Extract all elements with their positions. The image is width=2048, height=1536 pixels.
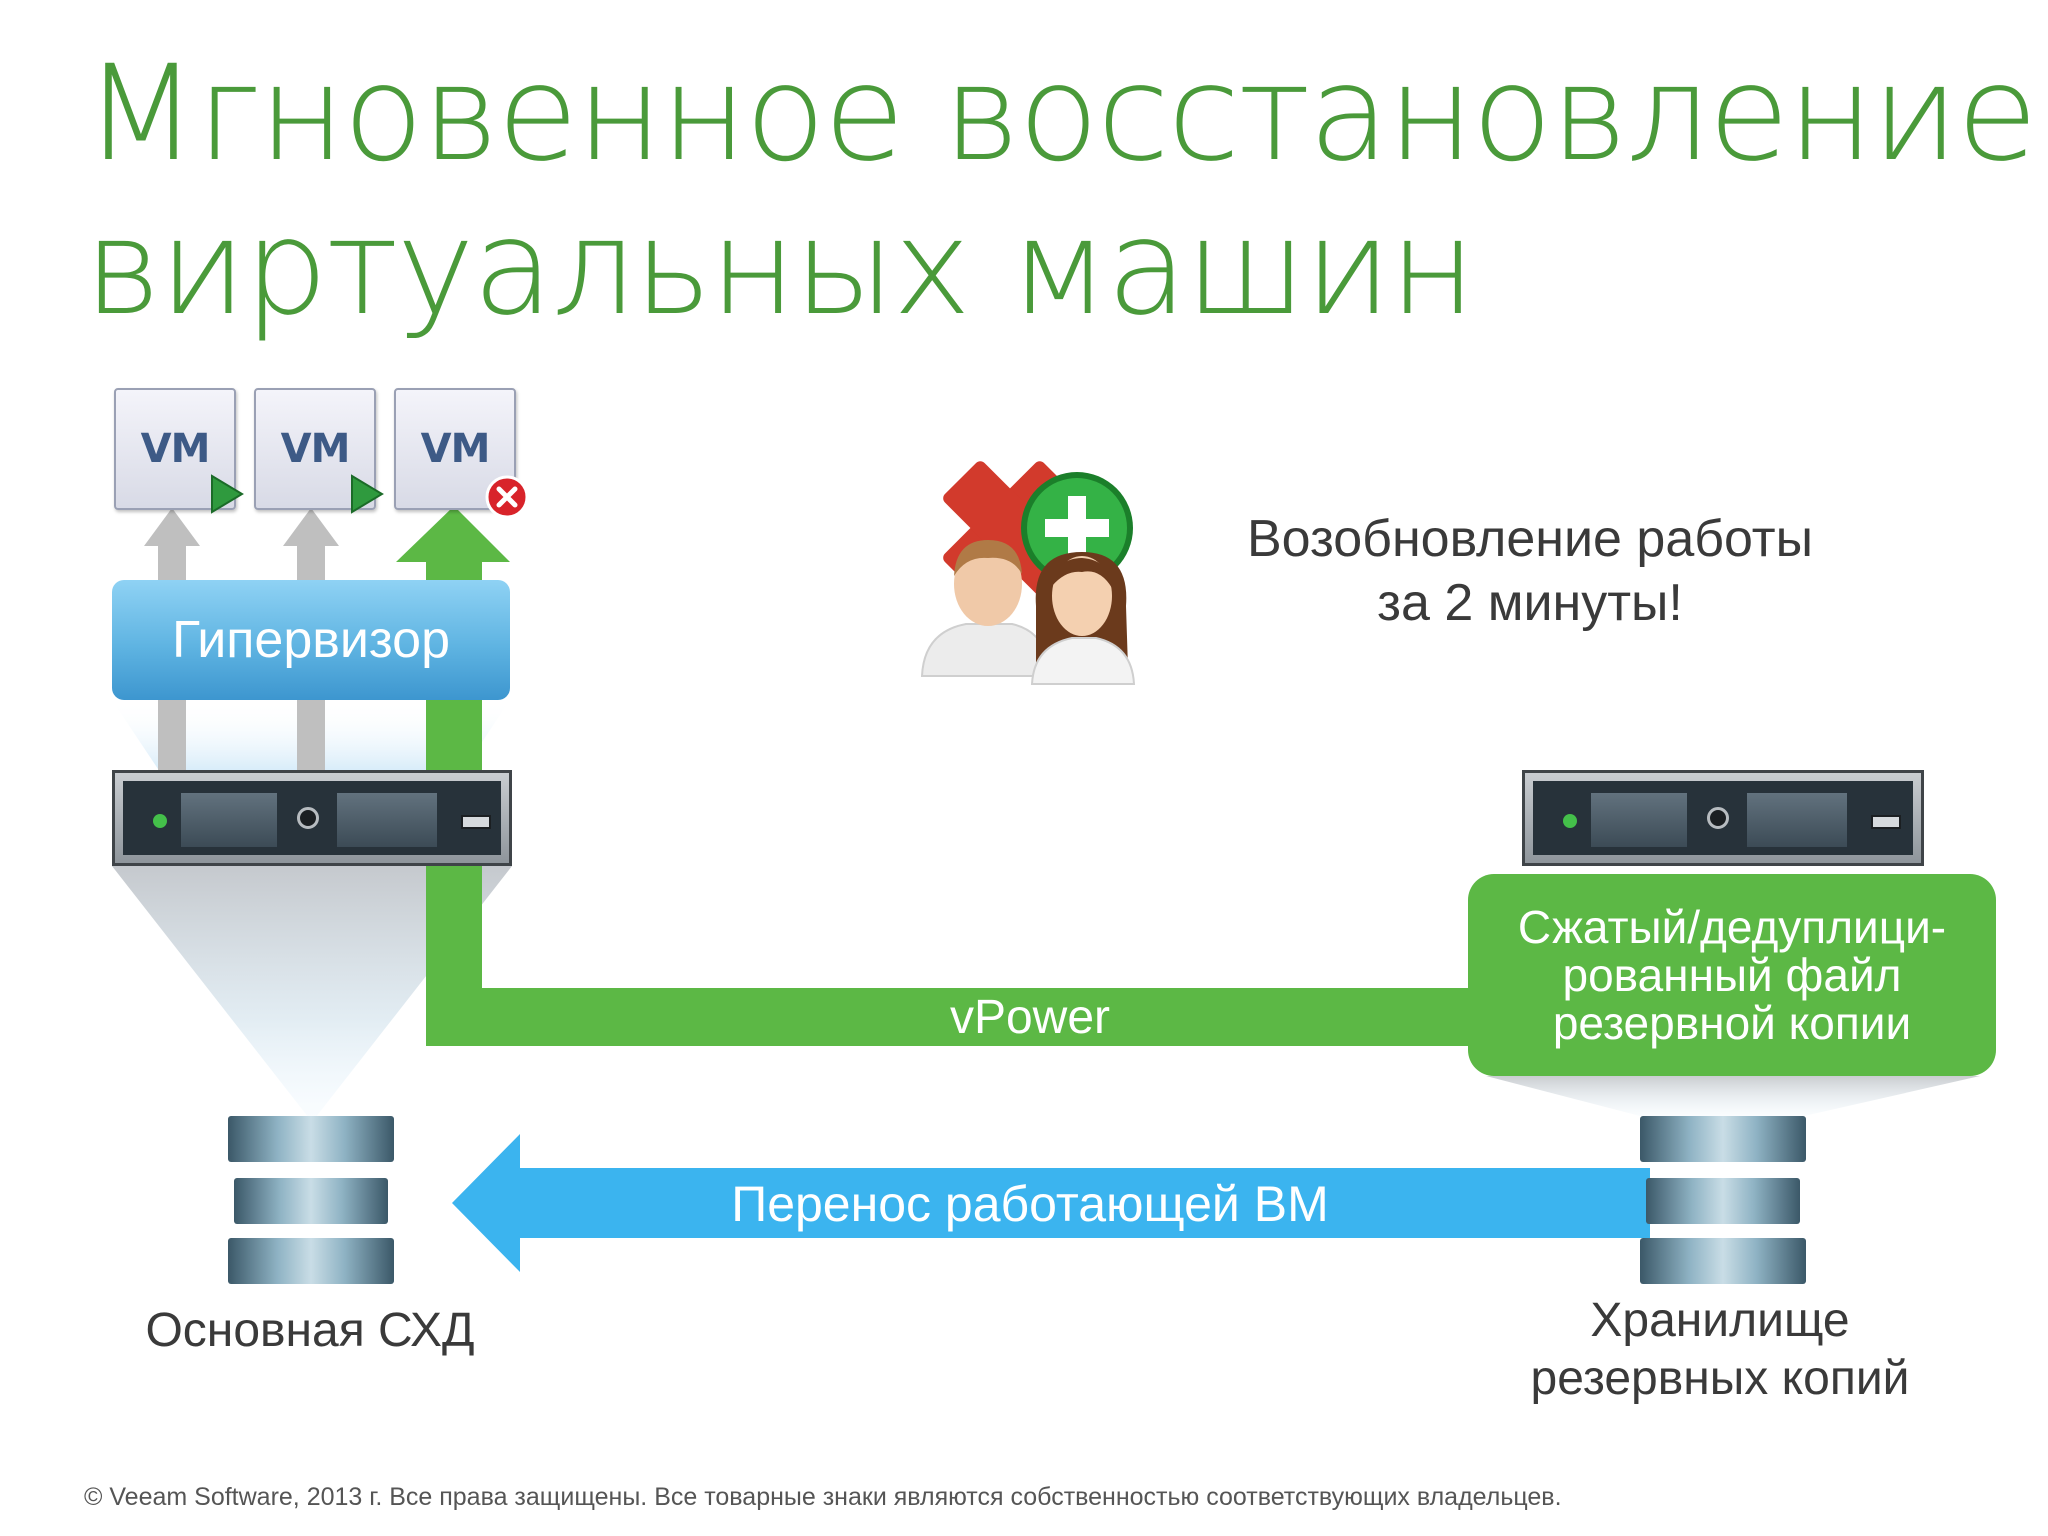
primary-storage-label: Основная СХД <box>145 1304 475 1357</box>
storage-light-beam <box>112 866 512 1122</box>
drive-slot <box>1747 793 1847 847</box>
backup-storage-label-line-2: резервных копий <box>1530 1352 1910 1405</box>
backup-file-label-line-2: рованный файл <box>1562 949 1902 1001</box>
power-knob-icon <box>297 807 319 829</box>
play-icon <box>351 474 384 514</box>
resume-text-line-1: Возобновление работы <box>1246 510 1814 568</box>
drive-slot <box>337 793 437 847</box>
vm-box-1[interactable]: VM <box>114 388 244 514</box>
resume-text-line-2: за 2 минуты! <box>1377 574 1683 632</box>
port-icon <box>1871 815 1901 829</box>
backup-file-label-line-1: Сжатый/дедуплици- <box>1517 901 1947 953</box>
backup-storage-icon[interactable] <box>1640 1116 1806 1288</box>
power-knob-icon <box>1707 807 1729 829</box>
vm-box-2[interactable]: VM <box>254 388 384 514</box>
vm-label: VM <box>420 426 491 472</box>
migration-label: Перенос работающей ВМ <box>731 1176 1329 1232</box>
woman-avatar-icon <box>1030 552 1136 685</box>
vm-box-3[interactable]: VM <box>394 388 529 519</box>
status-led-icon <box>153 814 167 828</box>
vpower-label: vPower <box>949 991 1111 1044</box>
primary-storage-icon[interactable] <box>228 1116 394 1288</box>
drive-slot <box>181 793 277 847</box>
users-recovery-icon <box>920 461 1136 685</box>
drive-slot <box>1591 793 1687 847</box>
page-title-line-1: Мгновенное восстановление <box>84 37 2038 191</box>
backup-file-label-line-3: резервной копии <box>1552 997 1912 1049</box>
migration-arrow <box>452 1134 1650 1272</box>
copyright-footer: © Veeam Software, 2013 г. Все права защи… <box>84 1483 1562 1511</box>
backup-server[interactable] <box>1522 770 1924 866</box>
hypervisor-box[interactable]: Гипервизор <box>112 580 510 700</box>
error-icon <box>485 475 529 519</box>
backup-light-beam <box>1486 1076 1980 1116</box>
plus-icon <box>1021 472 1133 584</box>
vm-label: VM <box>140 426 211 472</box>
port-icon <box>461 815 491 829</box>
page-title-line-2: виртуальных машин <box>84 191 1476 345</box>
man-avatar-icon <box>920 540 1052 677</box>
backup-storage-label-line-1: Хранилище <box>1590 1294 1850 1347</box>
status-led-icon <box>1563 814 1577 828</box>
vm-label: VM <box>280 426 351 472</box>
backup-file-box[interactable] <box>1468 874 1996 1076</box>
play-icon <box>211 474 244 514</box>
vpower-flow-arrow <box>396 506 1480 1046</box>
host-server[interactable] <box>112 770 512 866</box>
